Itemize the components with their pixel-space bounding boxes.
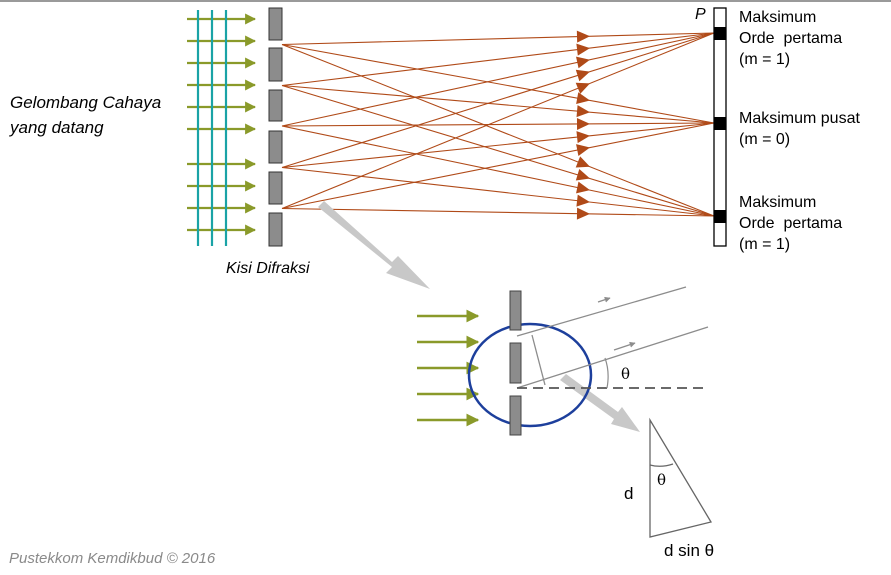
ray-arrowhead [576,131,590,144]
ray-arrowhead [575,169,590,181]
ray-arrowhead [576,43,590,56]
grating-slit [268,212,283,247]
max-first-bottom-line3: (m = 1) [739,236,791,253]
diffracted-ray [281,125,715,217]
incoming-light-label-line2: yang datang [10,118,104,137]
diffracted-ray [281,166,715,217]
grating-slit [268,47,283,82]
detail-incoming-arrows [417,309,480,427]
slit-spacing-label: d [624,484,634,503]
max-central-line1: Maksimum pusat [739,110,860,127]
screen-max-top [714,27,726,40]
theta-arc [604,357,609,389]
screen-max-central [714,117,726,130]
ray-arrowhead [576,181,590,194]
diffracted-ray [281,32,715,127]
ray-arrowhead [576,92,590,105]
incoming-light-label-line1: Gelombang Cahaya [10,93,162,112]
ray-arrowhead [576,194,590,207]
ray-arrowhead [575,82,590,94]
ray-arrowheads [575,30,590,220]
screen-max-bottom [714,210,726,223]
diffracted-ray [281,43,715,124]
diffracted-ray [281,84,715,124]
max-first-bottom-line2: Orde pertama [739,215,843,232]
wavefront-lines [196,10,228,246]
diffracted-ray [281,32,715,210]
path-difference-label: d sin θ [664,541,715,560]
grating-slit [268,171,283,205]
zoom-arrow-small [560,374,640,432]
ray-arrowhead [576,117,590,130]
path-difference-triangle [649,417,713,538]
ray-arrowhead [576,56,590,69]
zoom-circle [467,322,593,428]
grating-slit [268,130,283,164]
max-first-bottom-line1: Maksimum [739,194,817,211]
max-first-top-line2: Orde pertama [739,30,843,47]
diffracted-ray [281,122,715,127]
grating-slit [268,89,283,122]
diffraction-grating [268,7,283,247]
ray-arrowhead [575,156,590,168]
diffracted-ray [281,122,715,169]
max-first-top-line1: Maksimum [739,9,817,26]
diffracted-ray [281,84,715,217]
credit-text: Pustekkom Kemdikbud © 2016 [9,550,216,567]
max-first-top-line3: (m = 1) [739,51,791,68]
diffracted-ray [281,32,715,87]
detail-slits [509,290,522,436]
diffracted-ray [281,122,715,210]
observation-screen [713,7,727,247]
diffracted-ray [281,32,715,46]
ray-arrowhead [576,207,590,220]
grating-slit [268,7,283,41]
triangle-theta-label: θ [657,471,667,489]
theta-label: θ [621,365,631,383]
diffracted-ray [281,43,715,217]
ray-arrowhead [576,105,590,118]
grating-label: Kisi Difraksi [226,260,310,277]
diffracted-rays [281,32,715,217]
screen-point-label: P [695,6,706,23]
max-central-line2: (m = 0) [739,131,791,148]
diffracted-ray [281,207,715,217]
ray-arrowhead [575,69,590,82]
ray-arrowhead [576,144,590,156]
zoom-arrow-large [318,201,430,289]
ray-arrowhead [576,30,590,43]
diffracted-ray [281,32,715,169]
top-border [0,0,891,2]
detail-rays [516,286,709,389]
